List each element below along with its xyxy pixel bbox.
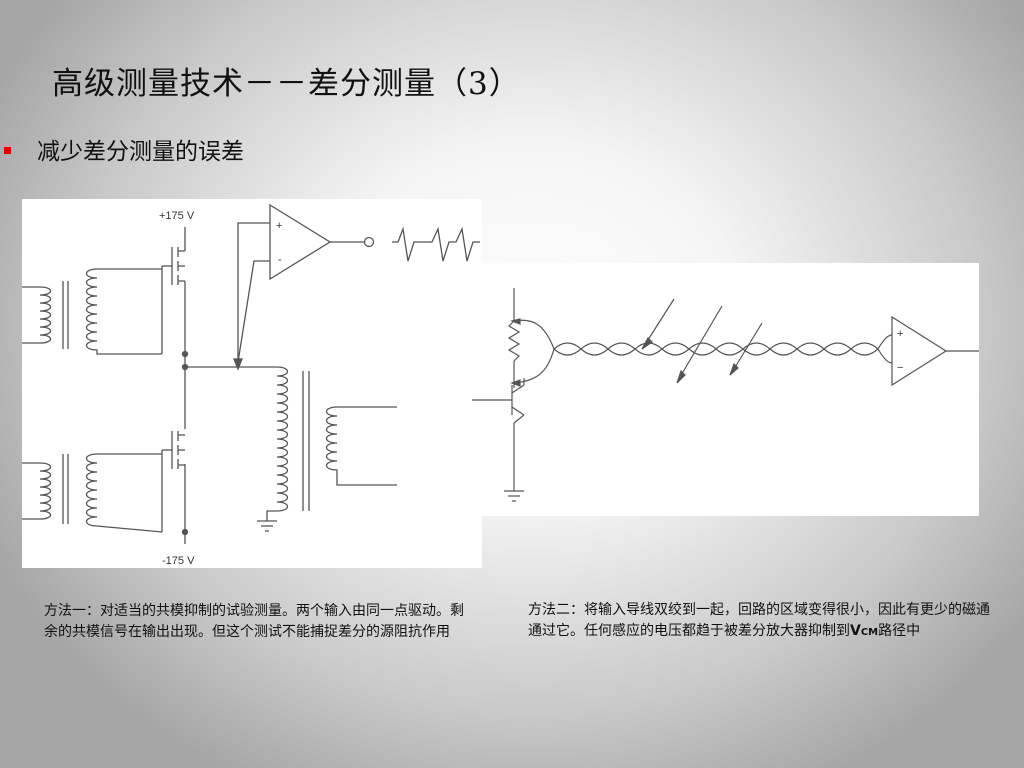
opamp-icon: + -	[233, 203, 375, 371]
source-transistor-icon	[472, 288, 525, 491]
vcm-symbol: V	[850, 623, 861, 639]
caption-method-1: 方法一：对适当的共模抑制的试验测量。两个输入由同一点驱动。剩余的共模信号在输出出…	[44, 603, 464, 640]
caption-method-2-text: 方法二：将输入导线双绞到一起，回路的区域变得很小，因此有更少的磁通通过它。任何感…	[528, 602, 990, 639]
slide-title: 高级测量技术－－差分测量（3）	[52, 66, 521, 102]
output-waveform-icon	[392, 226, 480, 262]
flux-arrows-icon	[641, 298, 763, 384]
opamp-minus-label: -	[278, 254, 282, 266]
vcm-subscript: CM	[860, 627, 879, 638]
circuit-diagram-1: +175 V -175 V	[22, 203, 480, 567]
bullet-text: 减少差分测量的误差	[37, 139, 244, 165]
amp-minus-label: −	[897, 362, 903, 374]
upper-mosfet-icon	[161, 247, 185, 354]
lower-mosfet-icon	[161, 431, 185, 532]
bullet-square-icon	[4, 146, 11, 154]
twisted-pair-wire-icon	[553, 334, 893, 364]
bullet-item: 减少差分测量的误差	[4, 132, 244, 166]
ground-icon-2	[504, 490, 524, 502]
caption-method-2-tail: 路径中	[878, 623, 921, 639]
ground-icon	[257, 520, 277, 532]
lower-transformer-icon	[22, 453, 163, 533]
amp-plus-label: +	[897, 328, 903, 340]
opamp-plus-label: +	[276, 220, 282, 232]
diff-amplifier-icon: + −	[891, 315, 979, 387]
supply-positive-label: +175 V	[159, 210, 195, 222]
circuit-diagram-2: + −	[472, 288, 979, 502]
caption-method-2: 方法二：将输入导线双绞到一起，回路的区域变得很小，因此有更少的磁通通过它。任何感…	[528, 600, 998, 643]
upper-transformer-icon	[22, 268, 162, 355]
output-transformer-icon	[266, 366, 397, 521]
supply-negative-label: -175 V	[162, 555, 195, 567]
figure-common-mode-test: +175 V -175 V	[22, 199, 482, 568]
figure-twisted-pair: + −	[472, 263, 979, 516]
